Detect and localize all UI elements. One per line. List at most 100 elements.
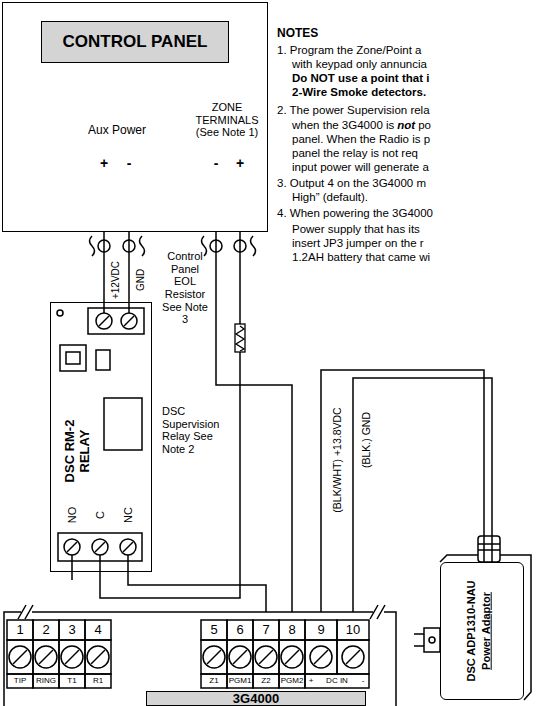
- radio-board: 3G4000: [4, 612, 396, 706]
- screw-slot: [285, 650, 299, 664]
- wire-label: (BLK/WHT) +13.8VDC: [331, 407, 343, 512]
- terminal-cell: [337, 640, 369, 674]
- relay-terminal-block: [88, 308, 144, 334]
- note-text: NOTES: [277, 27, 318, 41]
- note-text: Do NOT use a point that i: [292, 72, 429, 85]
- terminal-number-cell: [279, 620, 305, 640]
- note-text: 3. Output 4 on the 3G4000 m: [277, 177, 426, 190]
- terminal-screw: [281, 646, 303, 668]
- relay-parts: [57, 302, 144, 580]
- screw-slot: [39, 650, 53, 664]
- terminal-number-cell: [201, 620, 227, 640]
- control-panel-box: Aux Power ZONE TERMINALS (See Note 1) CONT…: [2, 2, 268, 232]
- wiring-label: +: [100, 155, 108, 171]
- node-text: CONTROL PANEL: [63, 32, 208, 52]
- wire-stub: [104, 302, 129, 313]
- terminal-number-cell: [7, 620, 33, 640]
- relay-component: [66, 352, 80, 364]
- control-panel-heading: CONTROL PANEL: [41, 21, 229, 63]
- terminal-bracket: [90, 236, 95, 256]
- terminal-cell: [305, 640, 337, 674]
- terminal-number-cell: [33, 620, 59, 640]
- terminal-screw: [61, 646, 83, 668]
- screw-slot: [95, 542, 105, 552]
- terminal-name-cell: [279, 674, 305, 688]
- screw-slot: [124, 316, 134, 326]
- wiring-label: -: [127, 155, 132, 171]
- mount-hole: [57, 310, 63, 316]
- relay-component: [96, 350, 110, 370]
- wire: [100, 232, 240, 598]
- note-text: High” (default).: [292, 191, 368, 204]
- note-text: input power will generate a: [292, 161, 429, 174]
- note-text: panel. When the Radio is p: [292, 133, 430, 146]
- note-text: panel the relay is not req: [292, 147, 418, 160]
- terminal-label: PGM1: [229, 676, 252, 685]
- terminal-screw: [92, 539, 108, 555]
- relay-coil: [104, 398, 142, 450]
- terminal-cell: [201, 640, 227, 674]
- terminal-screw: [121, 313, 137, 329]
- node-text: DSC ADP1310-NAU: [465, 580, 478, 681]
- terminal-cell: [59, 640, 85, 674]
- plug-pin: [429, 637, 435, 643]
- terminal-number-cell: [305, 620, 337, 640]
- screw-slot: [259, 650, 273, 664]
- screw-slot: [207, 650, 221, 664]
- terminal-label: 2: [42, 623, 49, 638]
- wire-label: +12VDC: [110, 261, 122, 299]
- terminal-label: 1: [16, 623, 23, 638]
- terminal-strip: [7, 620, 369, 688]
- wire: [128, 232, 130, 302]
- wire: [128, 572, 266, 612]
- terminal-label: 4: [94, 623, 101, 638]
- terminal-name-cell: [59, 674, 85, 688]
- screw-slot: [346, 650, 360, 664]
- terminal-number-cell: [253, 620, 279, 640]
- terminal-number-cell: [85, 620, 111, 640]
- terminal-cell: [253, 640, 279, 674]
- terminal-label: 8: [288, 623, 295, 638]
- resistor-zigzag: [236, 326, 244, 351]
- terminal-name-cell: [227, 674, 253, 688]
- break-mark: [18, 605, 385, 619]
- node-text: DSC RM-2 RELAY: [63, 409, 93, 493]
- terminal-screw: [310, 646, 332, 668]
- terminal-label: 7: [262, 623, 269, 638]
- note-text: not: [397, 119, 415, 132]
- screw-slot: [123, 542, 133, 552]
- terminal-label: Z1: [209, 676, 218, 685]
- terminal-screw: [203, 646, 225, 668]
- terminal-label: Z2: [261, 676, 270, 685]
- screw-slot: [314, 650, 328, 664]
- terminal-label: 6: [236, 623, 243, 638]
- node-text: 3G4000: [146, 691, 366, 706]
- terminal-label: PGM2: [281, 676, 304, 685]
- terminal-name-cell: [201, 674, 227, 688]
- wiring-label: -: [214, 155, 219, 171]
- board-outline: [4, 605, 396, 706]
- node-text: Aux Power: [88, 124, 146, 138]
- power-adaptor: DSC ADP1310-NAUPower Adaptor: [440, 562, 524, 700]
- node-text: Power Adaptor: [480, 592, 493, 670]
- wiring-label: NC: [122, 507, 135, 523]
- terminal-number-cell: [337, 620, 369, 640]
- note-text: when the 3G4000 is: [292, 119, 394, 132]
- note-text: 1.2AH battery that came wi: [292, 251, 430, 264]
- terminal-label: T1: [67, 676, 76, 685]
- node-text: ZONE TERMINALS (See Note 1): [192, 101, 262, 139]
- note-text: with keypad only annuncia: [292, 58, 427, 71]
- terminal-label: RING: [36, 676, 56, 685]
- terminal-screw: [120, 539, 136, 555]
- note-text: 1. Program the Zone/Point a: [277, 44, 421, 57]
- terminal-label: R1: [93, 676, 103, 685]
- wire: [103, 232, 105, 302]
- adaptor-depth: [440, 555, 531, 700]
- terminal-number-cell: [227, 620, 253, 640]
- terminal-name-cell: [33, 674, 59, 688]
- zone-terminal-block: [202, 236, 256, 256]
- terminal-bracket: [251, 236, 256, 256]
- terminal-cell: [33, 640, 59, 674]
